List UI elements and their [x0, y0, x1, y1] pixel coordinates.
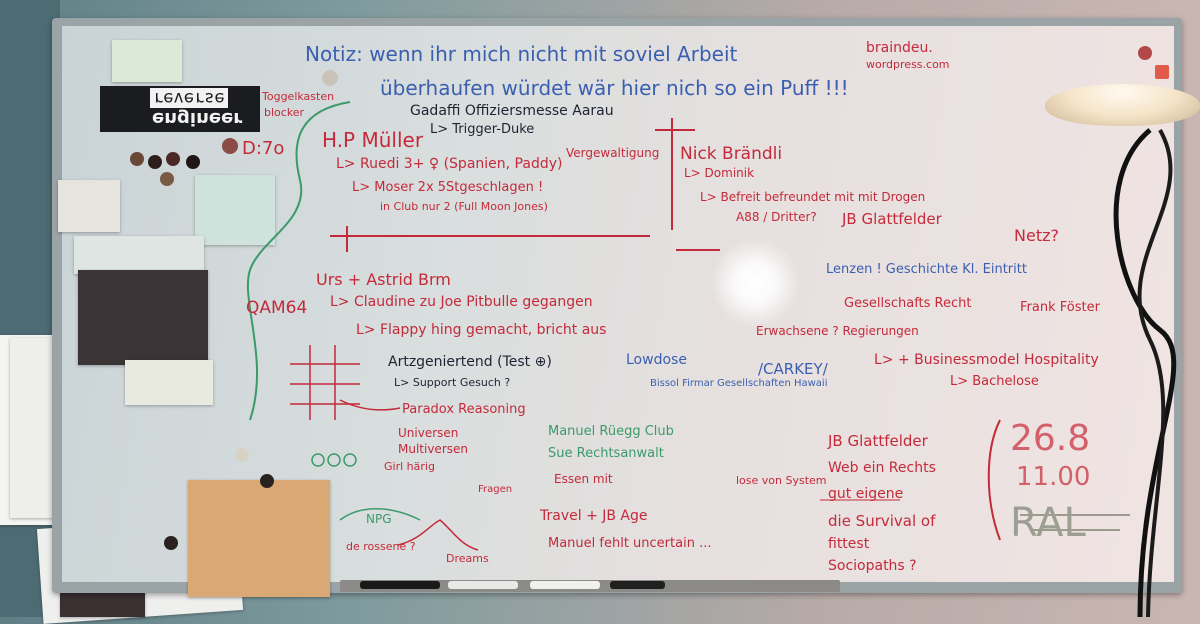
text-lowdose: Lowdose — [626, 352, 687, 368]
lamp-stem — [1137, 129, 1173, 617]
text-jb2: JB Glattfelder — [828, 432, 928, 450]
text-sue: Sue Rechtsanwalt — [548, 446, 664, 461]
green-postit — [195, 175, 275, 245]
magnet — [1155, 65, 1169, 79]
text-travel: Travel + JB Age — [540, 508, 648, 524]
text-jb-glattfelder: JB Glattfelder — [842, 210, 942, 228]
marker-white[interactable] — [530, 581, 600, 589]
text-urs-astrid: Urs + Astrid Brm — [316, 270, 451, 289]
marker-black[interactable] — [360, 581, 440, 589]
text-foster: Frank Föster — [1020, 300, 1100, 315]
drawing-underline — [1020, 514, 1130, 531]
magnet — [260, 474, 274, 488]
magnet — [164, 536, 178, 550]
magnet — [1138, 46, 1152, 60]
text-ruedi: L> Ruedi 3+ ♀ (Spanien, Paddy) — [336, 156, 563, 172]
drawing-green-curve — [339, 508, 421, 521]
reverse-engineer-logo: reverse engineer — [100, 86, 260, 132]
text-jb2-line4: die Survival of — [828, 512, 936, 530]
drawing-bracket — [987, 419, 1001, 541]
text-d70: D:7o — [242, 138, 285, 159]
green-note-lower — [125, 360, 213, 405]
text-blocker: blocker — [264, 106, 305, 119]
business-card — [58, 180, 120, 232]
blog-name: braindeu. — [866, 40, 933, 56]
dots-pattern-card — [188, 480, 330, 597]
text-hp-muller: H.P Müller — [322, 128, 424, 152]
text-vergewaltigung: Vergewaltigung — [566, 146, 660, 160]
top-note-line1: Notiz: wenn ihr mich nicht mit soviel Ar… — [305, 42, 738, 66]
text-essen: Essen mit — [554, 472, 613, 486]
text-erwachsen: Erwachsene ? Regierungen — [756, 324, 919, 338]
text-jb2-line3: gut eigene — [828, 486, 904, 502]
magnet — [322, 70, 338, 86]
text-gesetz: Gesellschafts Recht — [844, 296, 972, 311]
text-universal: Universen — [398, 426, 459, 440]
photo-pinned — [78, 270, 208, 365]
text-wo: de rossene ? — [346, 540, 416, 553]
drawing-circle — [327, 453, 341, 467]
drawing-grid — [290, 345, 360, 420]
text-ag-note: A88 / Dritter? — [736, 210, 817, 224]
magnet — [235, 448, 249, 462]
magnet — [166, 152, 180, 166]
text-lose: lose von System — [736, 474, 827, 487]
text-moser: L> Moser 2x 5Stgeschlagen ! — [352, 180, 544, 195]
text-nick-brandli: Nick Brändli — [680, 144, 783, 164]
top-note-line2: überhaufen würdet wär hier nich so ein P… — [380, 76, 849, 100]
text-jb2-line2: Web ein Rechts — [828, 460, 936, 476]
text-artzgeniert: Artzgeniertend (Test ⊕) — [388, 354, 552, 370]
text-gps: NPG — [366, 512, 392, 526]
text-flappy: L> Flappy hing gemacht, bricht aus — [356, 322, 607, 338]
flash-glare — [710, 238, 800, 328]
text-jb2-line5: fittest — [828, 536, 870, 552]
text-girl: Girl härig — [384, 460, 435, 473]
text-netz: Netz? — [1014, 226, 1059, 245]
text-brandli-note: L> Befreit befreundet mit mit Drogen — [700, 190, 926, 204]
text-toggle: Toggelkasten — [262, 90, 335, 103]
magnet — [222, 138, 238, 154]
text-manuel2: Manuel fehlt uncertain ... — [548, 536, 712, 551]
text-ral: RAL — [1010, 500, 1086, 546]
text-manuel: Manuel Rüegg Club — [548, 424, 674, 439]
text-jb2-line6: Sociopaths ? — [828, 558, 917, 574]
text-in-club: in Club nur 2 (Full Moon Jones) — [380, 200, 548, 213]
text-business: L> + Businessmodel Hospitality — [874, 352, 1099, 368]
text-fragen: Fragen — [478, 484, 513, 495]
lamp-shade — [1045, 84, 1200, 126]
blog-domain: wordpress.com — [866, 58, 950, 71]
marker-black[interactable] — [610, 581, 665, 589]
text-bachelor: L> Bachelose — [950, 374, 1039, 389]
magnet — [160, 172, 174, 186]
text-multiverse: Multiversen — [398, 442, 468, 456]
text-claudine: L> Claudine zu Joe Pitbulle gegangen — [330, 294, 593, 310]
magnet — [148, 155, 162, 169]
magnet — [130, 152, 144, 166]
drawing-curve — [397, 519, 479, 551]
sticky-note-green — [112, 40, 182, 82]
drawing-circle — [343, 453, 357, 467]
text-paradox: Paradox Reasoning — [402, 402, 526, 417]
marker-white[interactable] — [448, 581, 518, 589]
lamp-stem — [1113, 128, 1177, 617]
text-gadafi: Gadaffi Offiziersmesse Aarau — [410, 103, 614, 119]
text-support: L> Support Gesuch ? — [394, 376, 511, 389]
text-date-26-8: 26.8 — [1010, 418, 1091, 459]
text-dreams: Dreams — [446, 552, 489, 565]
drawing-circle — [311, 453, 325, 467]
text-brandli-sub: L> Dominik — [684, 166, 755, 180]
text-trigger-duke: L> Trigger-Duke — [430, 122, 535, 137]
text-lenzen: Lenzen ! Geschichte Kl. Eintritt — [826, 262, 1027, 277]
text-carkey: /CARKEY/ — [758, 360, 828, 378]
text-date-11-00: 11.00 — [1016, 462, 1091, 492]
text-bissol: Bissol Firmar Gesellschaften Hawaii — [650, 378, 828, 389]
drawing-curve — [246, 101, 351, 421]
note-card — [74, 236, 204, 274]
drawing-arrow — [339, 399, 401, 411]
text-qam64: QAM64 — [246, 298, 308, 318]
magnet — [186, 155, 200, 169]
